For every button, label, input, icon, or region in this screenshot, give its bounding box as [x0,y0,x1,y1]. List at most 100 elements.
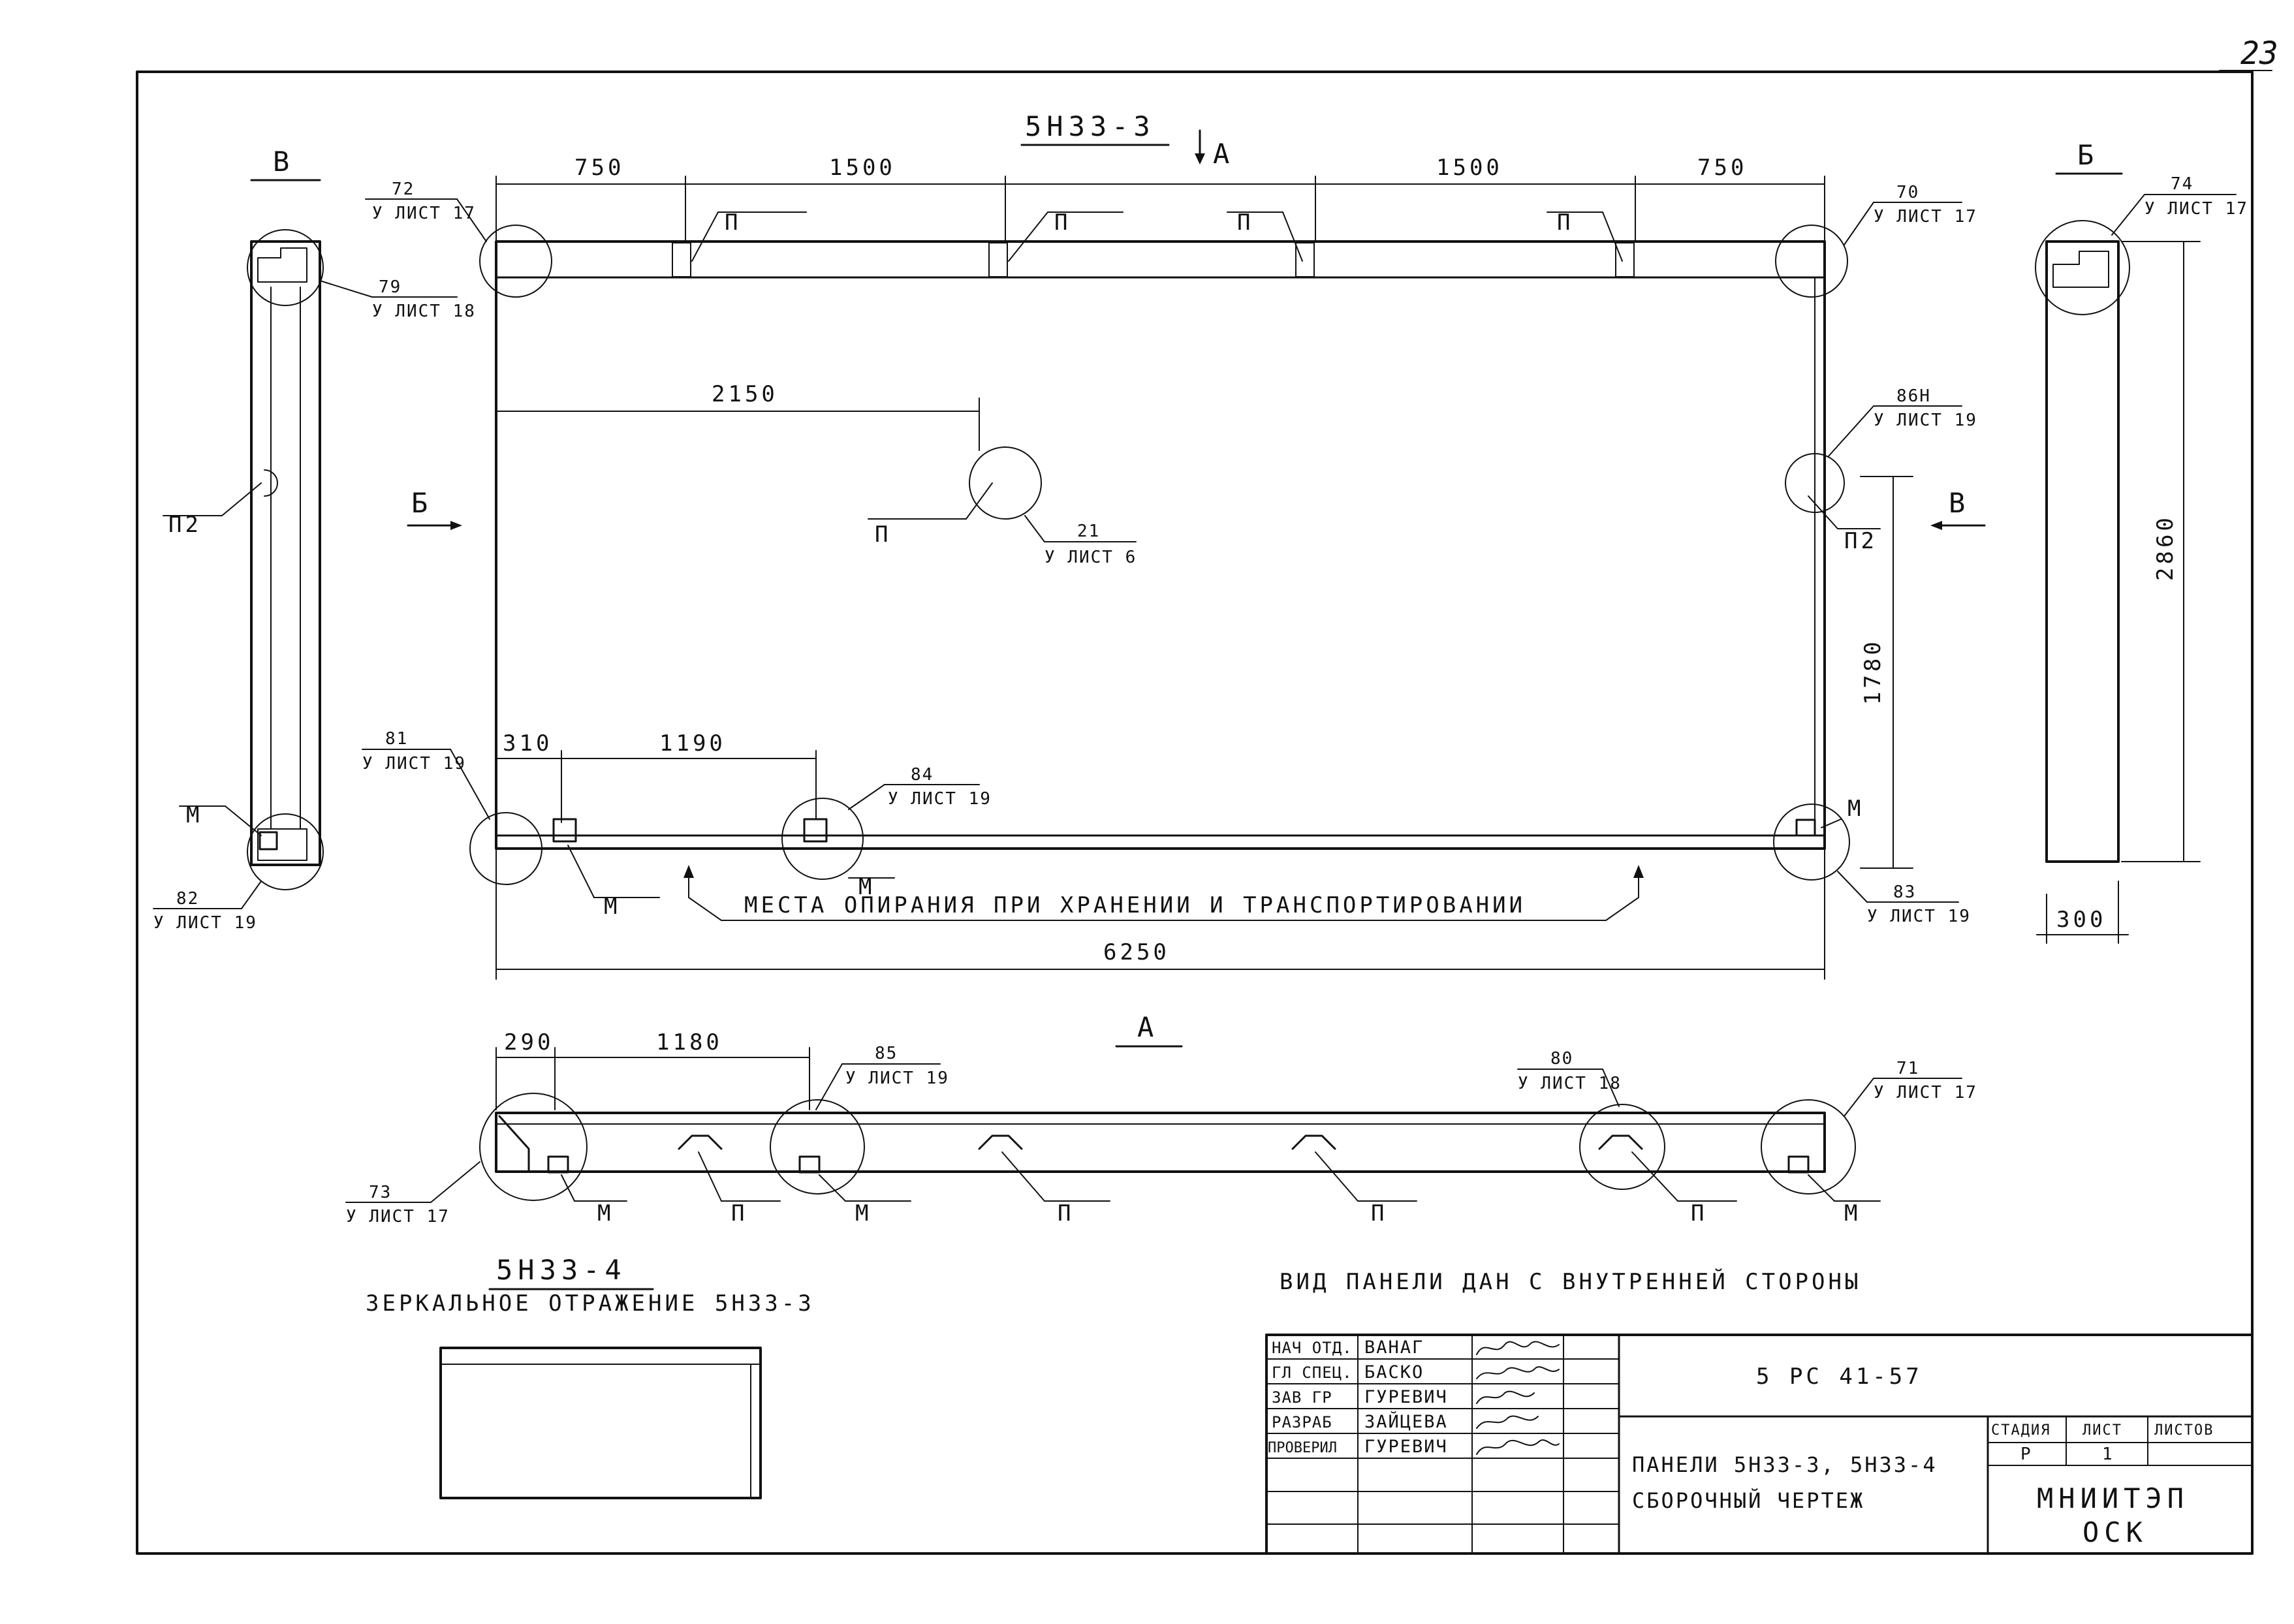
svg-text:У ЛИСТ 19: У ЛИСТ 19 [1867,907,1971,926]
mark-m: М [604,894,620,920]
svg-text:У ЛИСТ 19: У ЛИСТ 19 [362,754,466,773]
mark-m: М [1847,796,1864,822]
mirror-section: 5НЗ3-4 ЗЕРКАЛЬНОЕ ОТРАЖЕНИЕ 5НЗ3-3 [366,1254,815,1499]
title-block: НАЧ ОТД. ГЛ СПЕЦ. ЗАВ ГР РАЗРАБ ПРОВЕРИЛ… [1265,1334,2254,1555]
mirror-sketch [439,1347,762,1499]
dim-750: 750 [574,155,624,181]
dim-750: 750 [1697,155,1747,181]
svg-text:У ЛИСТ 17: У ЛИСТ 17 [1874,207,1977,226]
name: БАСКО [1364,1362,1424,1382]
sheets-header: ЛИСТОВ [2154,1422,2214,1439]
drawing-subtitle: СБОРОЧНЫЙ ЧЕРТЕЖ [1632,1488,1864,1513]
detail-circle [1775,225,1848,298]
dim-1180: 1180 [656,1029,723,1055]
main-view-title: 5НЗ3-3 [1025,110,1155,142]
svg-text:80: 80 [1550,1049,1573,1069]
dim-6250: 6250 [1103,939,1170,965]
svg-text:У ЛИСТ 17: У ЛИСТ 17 [372,204,476,223]
mark-p: П [1691,1200,1707,1226]
dim-1500: 1500 [1436,155,1503,181]
svg-text:У ЛИСТ 17: У ЛИСТ 17 [1874,1083,1977,1102]
section-b-arrow-label: Б [411,487,433,519]
svg-text:У ЛИСТ 17: У ЛИСТ 17 [2145,199,2248,219]
svg-text:71: 71 [1896,1059,1919,1078]
detail-circle [479,225,552,298]
role: ГЛ СПЕЦ. [1272,1364,1353,1382]
callout: 74 У ЛИСТ 17 [2111,174,2248,236]
callout: 84 У ЛИСТ 19 [848,765,992,810]
document-code: 5 РС 41-57 [1756,1364,1923,1390]
svg-text:У ЛИСТ 19: У ЛИСТ 19 [1874,411,1977,430]
detail-circle [781,798,864,880]
svg-text:84: 84 [911,765,934,785]
detail-circle [1773,804,1850,881]
dim-290: 290 [504,1029,554,1055]
svg-text:85: 85 [875,1044,898,1063]
svg-text:86Н: 86Н [1896,386,1931,406]
role: НАЧ ОТД. [1272,1339,1353,1357]
top-notches [672,242,1635,277]
svg-text:81: 81 [385,729,408,749]
dim-1500: 1500 [829,155,896,181]
svg-text:70: 70 [1896,183,1919,202]
sheet-header: ЛИСТ [2082,1422,2122,1439]
callout: 80 У ЛИСТ 18 [1517,1049,1620,1107]
callout: 72 У ЛИСТ 17 [365,180,487,242]
svg-text:74: 74 [2171,174,2193,194]
section-v-arrow-label: В [1949,487,1970,519]
svg-text:72: 72 [392,180,415,199]
dim-300: 300 [2056,907,2106,933]
dim-1780: 1780 [1860,638,1886,705]
svg-text:У ЛИСТ 19: У ЛИСТ 19 [845,1069,949,1088]
page-number: 23 [2240,35,2278,72]
embedded-item-m [803,818,828,843]
section-a-title: А [1137,1011,1159,1043]
dim-310: 310 [503,730,552,757]
role: ЗАВ ГР [1272,1388,1332,1407]
dim-1190: 1190 [659,730,726,757]
stage-header: СТАДИЯ [1991,1422,2050,1439]
callout: 86Н У ЛИСТ 19 [1827,386,1977,458]
mark-m: М [855,1200,872,1226]
section-a-label-top: А [1213,138,1234,170]
sheet-frame [136,70,2272,1555]
section-v-outline [250,240,321,866]
detail-circle [469,812,542,885]
svg-text:82: 82 [176,889,199,909]
signature [1476,1341,1560,1455]
section-b-view: Б 2860 300 74 У ЛИСТ 17 [2035,139,2248,944]
name: ЗАЙЦЕВА [1364,1411,1448,1432]
mark-p: П [1054,210,1071,236]
mark-p: П [1371,1200,1387,1226]
drawing-title: ПАНЕЛИ 5НЗ3-3, 5НЗ3-4 [1632,1452,1938,1477]
panel-outline [495,240,1826,850]
callout: 71 У ЛИСТ 17 [1844,1059,1977,1117]
mirror-note: ЗЕРКАЛЬНОЕ ОТРАЖЕНИЕ 5НЗ3-3 [366,1290,815,1317]
name: ГУРЕВИЧ [1364,1387,1448,1407]
section-a-outline [495,1112,1826,1173]
callout: 79 У ЛИСТ 18 [319,277,475,321]
name: ВАНАГ [1364,1337,1424,1358]
mark-m: М [597,1200,614,1226]
svg-text:У ЛИСТ 17: У ЛИСТ 17 [346,1207,450,1226]
section-b-outline [2045,240,2120,863]
organization: МНИИТЭП [2037,1482,2189,1514]
svg-text:У ЛИСТ 19: У ЛИСТ 19 [153,913,257,933]
embedded-item-m [552,818,577,843]
mark-p: П [1237,210,1253,236]
main-view: 5НЗ3-3 А [362,110,1986,980]
callout: 21 У ЛИСТ 6 [1024,515,1137,567]
organization-dept: ОСК [2082,1516,2148,1548]
name: ГУРЕВИЧ [1364,1437,1448,1457]
svg-text:У ЛИСТ 19: У ЛИСТ 19 [888,789,992,809]
mark-m: М [1844,1200,1861,1226]
svg-text:73: 73 [369,1183,392,1202]
role: РАЗРАБ [1272,1413,1332,1431]
role: ПРОВЕРИЛ [1268,1440,1337,1456]
callout: 70 У ЛИСТ 17 [1844,183,1977,245]
stage-value: Р [2020,1444,2032,1464]
detail-circle [969,446,1042,520]
mark-p: П [725,210,741,236]
mark-p: П [731,1200,747,1226]
